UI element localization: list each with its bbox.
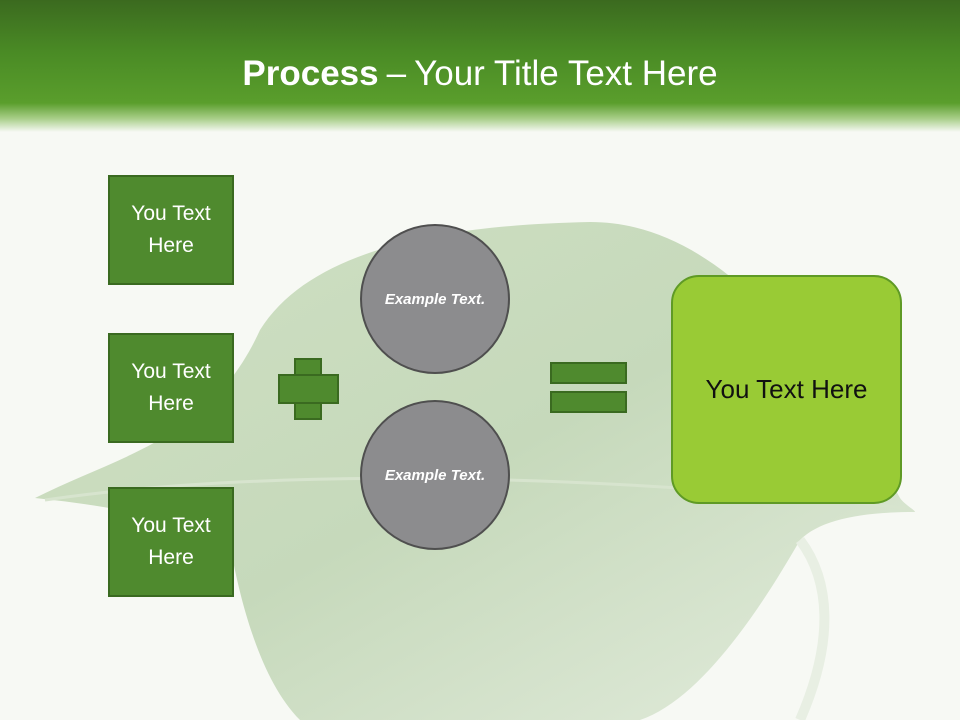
text-box-1: You Text Here — [108, 175, 234, 285]
slide-title: Process–Your Title Text Here — [0, 50, 960, 98]
result-box: You Text Here — [671, 275, 902, 504]
plus-horizontal-bar — [278, 374, 339, 404]
header-bar: Process–Your Title Text Here — [0, 0, 960, 132]
example-circle-1: Example Text. — [360, 224, 510, 374]
title-bold: Process — [242, 54, 379, 93]
title-separator: – — [386, 54, 407, 93]
equals-bottom-bar — [550, 391, 627, 413]
text-box-2: You Text Here — [108, 333, 234, 443]
equals-top-bar — [550, 362, 627, 384]
title-text: Your Title Text Here — [414, 54, 718, 93]
text-box-3: You Text Here — [108, 487, 234, 597]
example-circle-2: Example Text. — [360, 400, 510, 550]
